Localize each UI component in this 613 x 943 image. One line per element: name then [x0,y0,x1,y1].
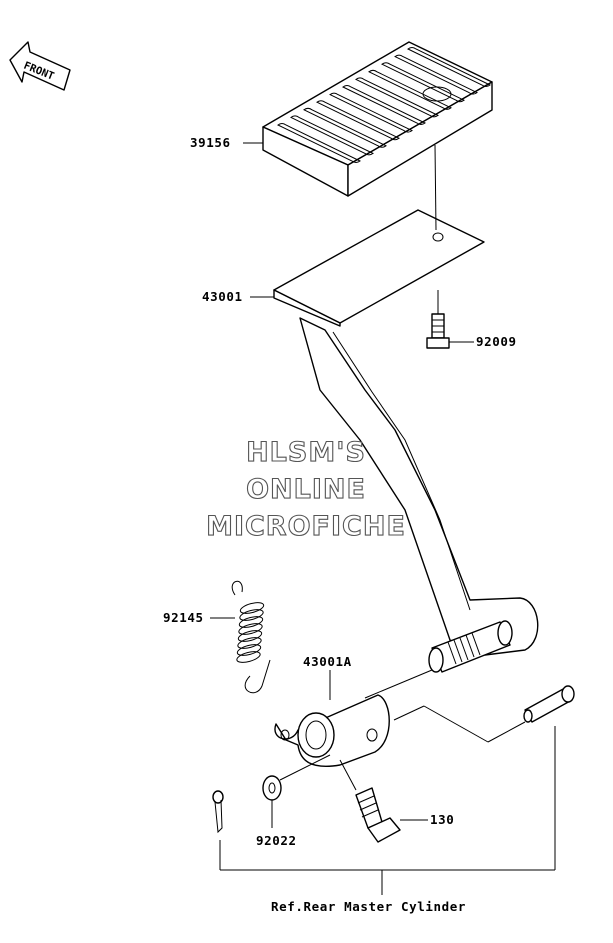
spring-coil [237,637,262,649]
pad-rib [342,85,426,125]
callout-lever: 43001A [303,654,352,669]
pad-rib [381,62,465,103]
pad-rib [394,54,478,95]
front-arrow-icon: FRONT [9,41,71,91]
spring-coil [236,651,261,663]
cotter-pin-part [212,790,224,834]
pad-rib [355,77,439,118]
bolt-bottom-part [355,787,401,843]
callout-pedal: 43001 [202,289,243,304]
reference-text: Ref.Rear Master Cylinder [271,899,466,914]
callout-washer: 92022 [256,833,297,848]
pedal-arm-part [273,209,539,673]
clevis-pin-part [523,685,575,723]
spring-part [231,581,271,694]
spring-coil [239,602,265,614]
spring-coil [238,623,263,635]
bolt-top-part [426,313,450,349]
pad-rib [368,69,452,110]
washer-part [262,775,282,801]
spring-coil [237,630,263,642]
callout-pedal-pad: 39156 [190,135,231,150]
pad-rib [407,47,491,87]
callout-spring: 92145 [163,610,204,625]
leader-lines [210,142,556,895]
spring-coil [239,609,264,621]
watermark-line3: MICROFICHE [206,511,406,542]
pad-rib [303,107,387,148]
pad-rib [316,100,400,141]
callout-bolt-top: 92009 [476,334,517,349]
spring-coil [238,616,264,628]
pad-rib [290,115,374,156]
watermark-line1: HLSM'S [246,437,366,468]
pad-rib [277,123,361,163]
callout-bolt-bottom: 130 [430,812,454,827]
watermark-line2: ONLINE [246,474,366,505]
spring-coil [236,644,262,656]
lever-part [274,694,390,767]
pedal-pad-part [262,41,493,197]
pad-rib [329,92,413,133]
